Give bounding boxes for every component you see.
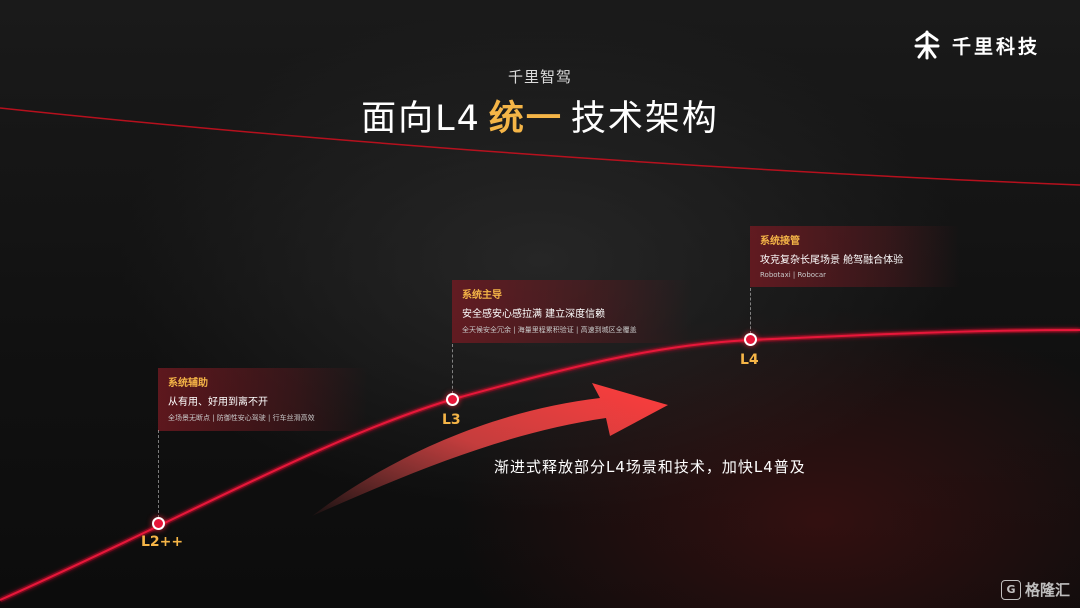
stage-connector-l2 bbox=[158, 430, 159, 518]
qianli-logo-icon bbox=[914, 30, 940, 60]
growth-curve bbox=[0, 329, 1080, 601]
title-prefix: 面向L4 bbox=[361, 99, 481, 139]
top-red-line bbox=[0, 107, 1080, 186]
stage-connector-l4 bbox=[750, 288, 751, 334]
brand-name: 千里科技 bbox=[951, 35, 1040, 58]
stage-node-l4 bbox=[744, 333, 757, 346]
stage-level-l2: L2++ bbox=[141, 534, 184, 550]
watermark-logo-icon: G bbox=[1000, 579, 1021, 600]
slogan-text: 渐进式释放部分L4场景和技术，加快L4普及 bbox=[494, 458, 806, 476]
stage-connector-l3 bbox=[452, 344, 453, 394]
stage-card-l4: 系统接管 攻克复杂长尾场景 舱驾融合体验 Robotaxi | Robocar bbox=[750, 226, 960, 287]
stage-card-l2: 系统辅助 从有用、好用到离不开 全场景无断点 | 防御性安心驾驶 | 行车丝滑高… bbox=[158, 368, 368, 431]
stage-level-l3: L3 bbox=[442, 412, 461, 428]
stage-node-l2 bbox=[152, 517, 165, 530]
title-highlight: 统一 bbox=[488, 99, 563, 139]
stage-heading: 系统主导 bbox=[462, 290, 502, 301]
stage-sub-text: 全天候安全冗余 | 海量里程累积验证 | 高速到城区全覆盖 bbox=[462, 326, 637, 334]
stage-heading: 系统接管 bbox=[760, 236, 800, 247]
brand: 千里科技 bbox=[912, 30, 1040, 60]
watermark-text: 格隆汇 bbox=[1024, 581, 1070, 599]
progress-arrow bbox=[312, 383, 668, 516]
title-suffix: 技术架构 bbox=[570, 99, 719, 139]
stage-sub-text: 全场景无断点 | 防御性安心驾驶 | 行车丝滑高效 bbox=[168, 414, 315, 422]
stage-main-text: 攻克复杂长尾场景 舱驾融合体验 bbox=[760, 255, 904, 266]
stage-main-text: 从有用、好用到离不开 bbox=[168, 397, 268, 408]
stage-main-text: 安全感安心感拉满 建立深度信赖 bbox=[462, 309, 606, 320]
stage-node-l3 bbox=[446, 393, 459, 406]
stage-sub-text: Robotaxi | Robocar bbox=[760, 271, 827, 279]
watermark: G 格隆汇 bbox=[1000, 579, 1070, 600]
stage-level-l4: L4 bbox=[740, 352, 759, 368]
stage-heading: 系统辅助 bbox=[168, 378, 208, 389]
stage-card-l3: 系统主导 安全感安心感拉满 建立深度信赖 全天候安全冗余 | 海量里程累积验证 … bbox=[452, 280, 692, 343]
page-subtitle: 千里智驾 bbox=[507, 68, 572, 86]
